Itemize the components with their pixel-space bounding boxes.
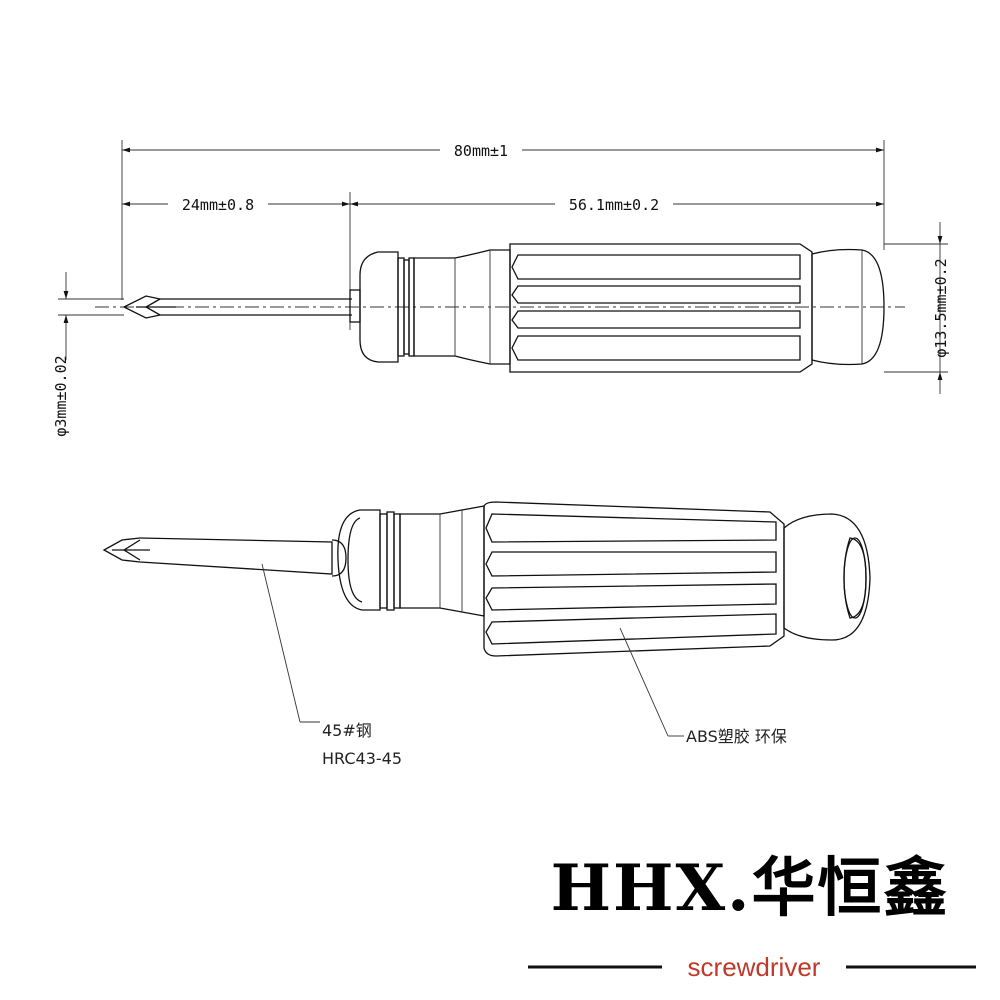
brand-subtitle: screwdriver <box>688 952 821 982</box>
handle-length-dimension: 56.1mm±0.2 <box>350 196 884 214</box>
shaft-length-dimension: 24mm±0.8 <box>122 196 350 214</box>
side-view: 80mm±1 24mm±0.8 56.1mm±0.2 <box>52 140 950 437</box>
handle-diameter-dimension: φ13.5mm±0.2 <box>884 222 950 394</box>
shaft-side <box>122 289 361 323</box>
handle-grip-perspective <box>483 501 785 657</box>
handle-material-label: ABS塑胶 环保 <box>686 727 787 746</box>
total-length-label: 80mm±1 <box>454 142 508 160</box>
collar-side <box>359 249 511 365</box>
shaft-material-steel: 45#钢 <box>322 721 372 740</box>
collar-perspective <box>337 505 485 617</box>
shaft-perspective <box>102 537 347 577</box>
handle-material-callout: ABS塑胶 环保 <box>619 627 787 746</box>
end-cap-perspective <box>783 513 871 641</box>
total-length-dimension: 80mm±1 <box>122 142 884 160</box>
brand-logo: HHX.华恒鑫 <box>551 851 950 926</box>
handle-length-label: 56.1mm±0.2 <box>569 196 659 214</box>
perspective-view: 45#钢 HRC43-45 ABS塑胶 环保 <box>102 501 871 768</box>
end-cap-side <box>811 248 885 366</box>
handle-diameter-label: φ13.5mm±0.2 <box>932 258 950 357</box>
shaft-material-callout: 45#钢 HRC43-45 <box>261 563 402 768</box>
handle-grip-side <box>509 243 813 373</box>
shaft-length-label: 24mm±0.8 <box>182 196 254 214</box>
shaft-material-hardness: HRC43-45 <box>322 749 402 768</box>
brand-block: HHX.华恒鑫 screwdriver <box>528 851 976 982</box>
shaft-diameter-dimension: φ3mm±0.02 <box>52 272 124 437</box>
shaft-diameter-label: φ3mm±0.02 <box>52 355 70 436</box>
